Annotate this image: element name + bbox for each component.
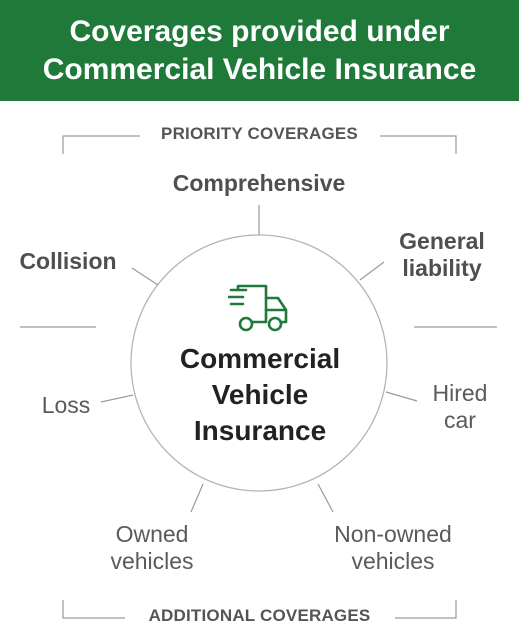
connector-owned-vehicles (190, 483, 204, 513)
coverage-hired-car: Hired car (415, 380, 505, 434)
center-title-line3: Insurance (193, 415, 327, 446)
coverage-non-owned-vehicles: Non-owned vehicles (306, 521, 480, 575)
coverage-general-liability: General liability (380, 228, 504, 282)
coverage-owned-vehicles: Owned vehicles (90, 521, 214, 575)
coverage-non-owned-vehicles-line1: Non-owned (334, 521, 452, 547)
coverage-hired-car-line1: Hired (432, 380, 488, 406)
additional-bracket (62, 600, 457, 619)
coverage-owned-vehicles-line1: Owned (115, 521, 189, 547)
header-title-line1: Coverages provided under (69, 14, 450, 48)
connector-collision (131, 267, 159, 286)
connector-loss (100, 394, 134, 403)
priority-coverages-label: PRIORITY COVERAGES (0, 124, 519, 144)
coverage-general-liability-line2: liability (402, 255, 482, 281)
coverage-hired-car-line2: car (444, 407, 476, 433)
truck-icon (228, 284, 288, 332)
connector-general-liability (359, 261, 385, 281)
center-title-line2: Vehicle (211, 379, 309, 410)
connector-non-owned-vehicles (317, 483, 334, 513)
coverage-owned-vehicles-line2: vehicles (110, 548, 194, 574)
header-title-line2: Commercial Vehicle Insurance (42, 52, 477, 86)
center-title-line1: Commercial (179, 343, 341, 374)
coverage-non-owned-vehicles-line2: vehicles (351, 548, 435, 574)
coverage-collision: Collision (19, 248, 117, 274)
coverage-general-liability-line1: General (399, 228, 485, 254)
additional-coverages-label: ADDITIONAL COVERAGES (0, 606, 519, 626)
center-title: Commercial Vehicle Insurance (140, 341, 380, 449)
coverage-comprehensive: Comprehensive (172, 170, 346, 196)
priority-bracket (62, 135, 457, 154)
page-header: Coverages provided under Commercial Vehi… (0, 0, 519, 101)
coverage-loss: Loss (41, 392, 91, 418)
connector-hired-car (385, 391, 418, 402)
